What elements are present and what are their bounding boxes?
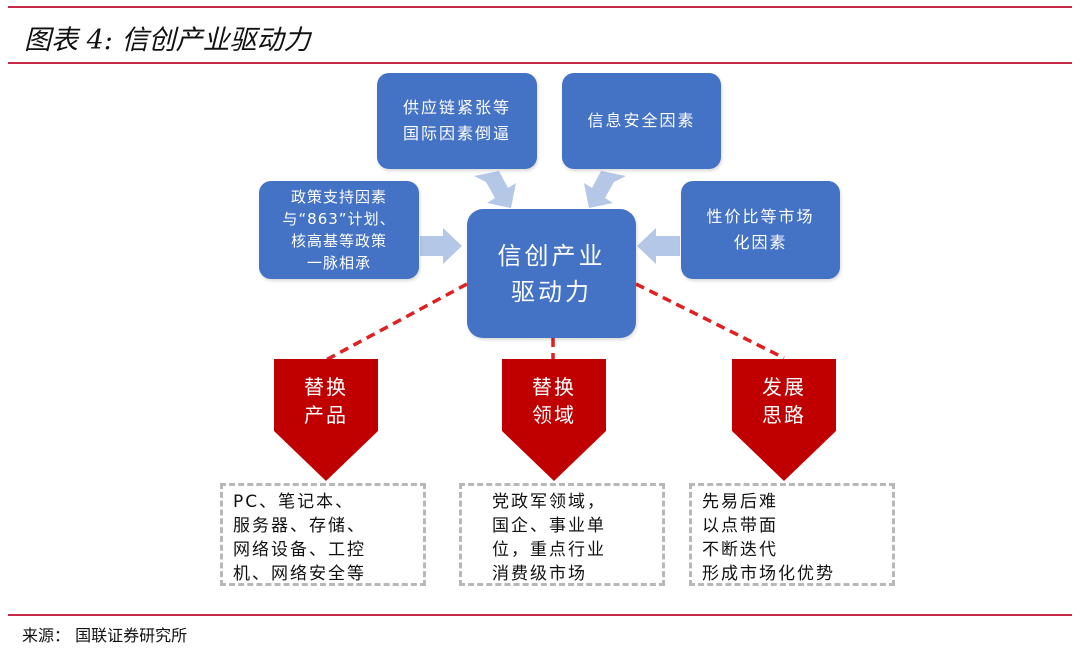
branch-strategy-marker: 发展 思路 [732,359,836,481]
center-node-text: 信创产业 驱动力 [497,241,606,306]
branch-products-marker: 替换 产品 [274,359,378,481]
branch-domains-label: 替换 领域 [532,375,576,427]
branch-strategy-detail: 先易后难 以点带面 不断迭代 形成市场化优势 [689,483,895,586]
branch-domains-detail: 党政军领域， 国企、事业单 位，重点行业 消费级市场 [459,483,665,586]
driver-info-security: 信息安全因素 [562,73,721,169]
driver-supply-chain-text: 供应链紧张等 国际因素倒逼 [402,98,511,143]
driver-supply-chain: 供应链紧张等 国际因素倒逼 [377,73,537,169]
branch-strategy-label: 发展 思路 [762,375,806,427]
top-rule [8,6,1072,8]
driver-policy: 政策支持因素 与“863”计划、 核高基等政策 一脉相承 [259,181,419,279]
arrow-security-to-center [584,171,626,208]
center-node: 信创产业 驱动力 [467,209,636,338]
driver-policy-text: 政策支持因素 与“863”计划、 核高基等政策 一脉相承 [282,188,396,272]
pentagon-shape [502,359,606,481]
footer-rule [8,614,1072,616]
arrow-policy-to-center [420,228,462,264]
arrow-supply-to-center [474,171,516,208]
arrow-market-to-center [637,228,680,264]
figure-title: 图表 4: 信创产业驱动力 [24,25,311,56]
title-rule [8,62,1072,64]
driver-info-security-text: 信息安全因素 [587,111,696,130]
driver-cost-performance: 性价比等市场 化因素 [681,181,840,279]
source-note: 来源： 国联证券研究所 [22,626,188,645]
dash-center-to-strategy [635,282,785,360]
pentagon-shape [274,359,378,481]
branch-domains-marker: 替换 领域 [502,359,606,481]
branch-products-detail: PC、笔记本、 服务器、存储、 网络设备、工控 机、网络安全等 [220,483,426,586]
branch-products-label: 替换 产品 [304,375,348,427]
dash-center-to-products [325,282,468,362]
driver-cost-performance-text: 性价比等市场 化因素 [706,207,815,252]
pentagon-shape [732,359,836,481]
